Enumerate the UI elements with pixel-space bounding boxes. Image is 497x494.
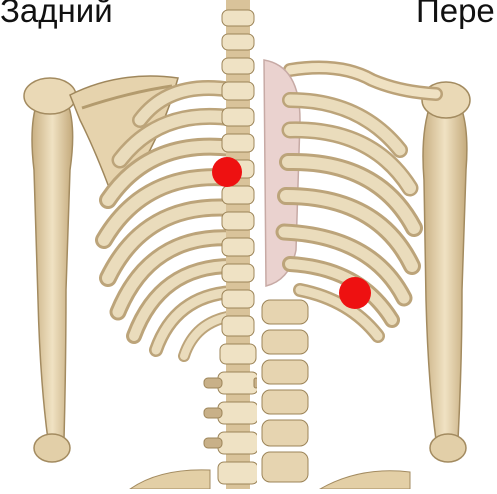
pain-point-marker-back	[212, 157, 242, 187]
back-view-label: Задний	[0, 0, 113, 27]
front-view	[262, 60, 470, 489]
front-view-label: Пере	[416, 0, 495, 27]
pain-point-marker-front	[339, 277, 371, 309]
left-humerus-back	[32, 92, 73, 440]
back-view	[24, 0, 258, 489]
panel-divider	[257, 0, 261, 489]
right-humerus-front	[423, 96, 467, 440]
